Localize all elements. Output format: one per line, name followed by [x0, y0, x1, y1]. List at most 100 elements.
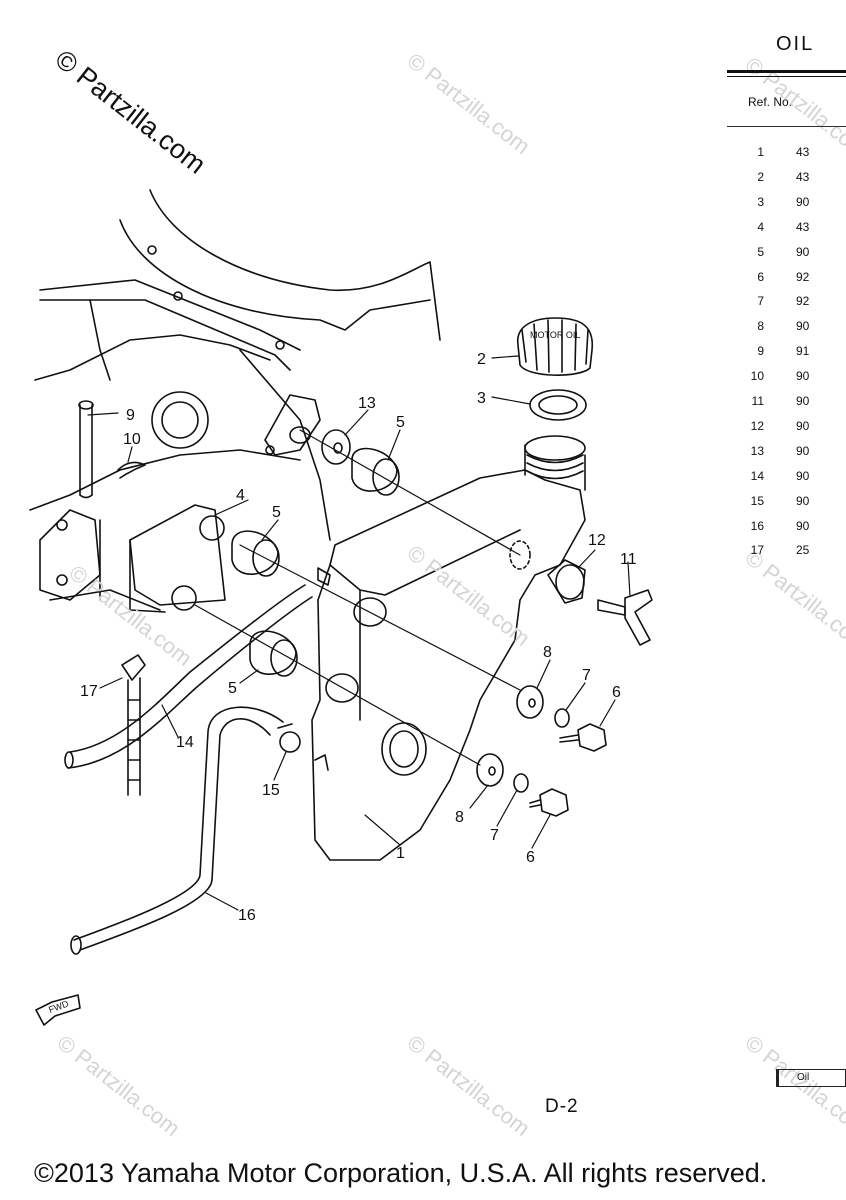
- part-number-prefix: 90: [796, 244, 810, 259]
- callout-15: 15: [262, 782, 280, 799]
- column-header-ref-no: Ref. No.: [748, 95, 793, 109]
- part-number-prefix: 90: [796, 493, 810, 508]
- ref-number: 7: [757, 294, 764, 309]
- part-number-prefix: 25: [796, 543, 810, 558]
- ref-number: 1: [757, 145, 764, 159]
- ref-number: 11: [751, 394, 764, 408]
- ref-number: 15: [750, 493, 764, 508]
- ref-number: 6: [757, 269, 764, 284]
- part-number-prefix: 90: [796, 394, 810, 408]
- callout-9: 9: [126, 407, 135, 424]
- copyright-notice: ©2013 Yamaha Motor Corporation, U.S.A. A…: [34, 1158, 768, 1188]
- collar-part-12: [547, 559, 586, 604]
- cushion-part-5-lower: [249, 630, 298, 677]
- hose-part-16: [70, 706, 284, 955]
- callout-4: 4: [236, 487, 245, 504]
- assembly-lines: [194, 429, 521, 766]
- part-number-prefix: 92: [796, 294, 810, 309]
- ref-number: 8: [757, 319, 764, 334]
- callout-5-middle: 5: [272, 504, 281, 521]
- bracket-part-4: [39, 504, 226, 613]
- ref-number: 14: [750, 468, 764, 483]
- ref-number: 17: [750, 543, 764, 558]
- part-number-prefix: 91: [796, 344, 810, 359]
- callout-8-upper: 8: [543, 644, 552, 661]
- part-number-prefix: 43: [796, 145, 810, 159]
- oil-cap-part-2: MOTOR OIL: [517, 317, 593, 376]
- cushion-part-5-middle: [231, 530, 280, 577]
- ref-number: 5: [757, 244, 764, 259]
- parts-table-row: 12 90: [730, 419, 846, 439]
- callout-14: 14: [176, 734, 194, 751]
- callout-12: 12: [588, 532, 606, 549]
- oil-tank-part-1: [311, 435, 586, 861]
- parts-table-row: 13 90: [730, 444, 846, 464]
- table-rule-top: [727, 70, 846, 73]
- callout-5-upper: 5: [396, 414, 405, 431]
- parts-table-row: 3 90: [730, 195, 846, 215]
- parts-table-title: OIL: [776, 33, 815, 55]
- section-tab: Oil: [776, 1069, 846, 1087]
- leader-lines: [87, 355, 631, 911]
- parts-table-row: 5 90: [730, 245, 846, 265]
- mount-block: [264, 394, 321, 456]
- page-label: D-2: [545, 1096, 579, 1117]
- washer-part-8-upper: [516, 685, 544, 719]
- part-number-prefix: 90: [796, 369, 810, 384]
- parts-table-row: 11 90: [730, 394, 846, 414]
- callout-3: 3: [477, 390, 486, 407]
- callout-8-lower: 8: [455, 809, 464, 826]
- wing-bolt-part-11: [597, 589, 653, 646]
- pin-part-9: [78, 400, 94, 499]
- callout-11: 11: [620, 551, 637, 568]
- part-number-prefix: 90: [796, 194, 810, 209]
- ref-number: 13: [750, 443, 764, 458]
- part-number-prefix: 90: [796, 518, 810, 533]
- ref-number: 12: [750, 418, 764, 433]
- ref-number: 2: [757, 169, 764, 184]
- ref-number: 4: [757, 219, 764, 234]
- part-number-prefix: 90: [796, 418, 810, 433]
- hose-part-14: [64, 584, 313, 769]
- parts-table-row: 6 92: [730, 270, 846, 290]
- parts-table-row: 4 43: [730, 220, 846, 240]
- engine-housing-outline: [29, 189, 441, 611]
- cushion-part-5-upper: [351, 447, 400, 496]
- washer-part-8-lower: [476, 753, 504, 787]
- ref-number: 3: [757, 194, 764, 209]
- section-tab-label: Oil: [797, 1072, 810, 1083]
- table-rule-top-thin: [727, 76, 846, 77]
- part-number-prefix: 43: [796, 169, 810, 184]
- part-number-prefix: 43: [796, 219, 810, 234]
- parts-table-row: 1 43: [730, 145, 846, 165]
- callout-16: 16: [238, 907, 256, 924]
- part-number-prefix: 90: [796, 443, 810, 458]
- clip-part-10: [117, 461, 146, 479]
- callout-2: 2: [477, 351, 486, 368]
- lock-washer-part-7-lower: [513, 773, 529, 793]
- parts-table-row: 2 43: [730, 170, 846, 190]
- callout-7-lower: 7: [490, 827, 499, 844]
- callout-1: 1: [396, 845, 405, 862]
- lock-washer-part-7-upper: [554, 708, 570, 728]
- callout-7-upper: 7: [582, 667, 591, 684]
- callout-13: 13: [358, 395, 376, 412]
- screw-part-6-upper: [559, 723, 607, 752]
- cap-lettering: MOTOR OIL: [530, 330, 580, 340]
- washer-part-13: [321, 429, 351, 465]
- part-number-prefix: 92: [796, 269, 810, 284]
- callout-6-upper: 6: [612, 684, 621, 701]
- callout-17: 17: [80, 683, 98, 700]
- callout-5-lower: 5: [228, 680, 237, 697]
- strap-part-17: [121, 654, 146, 796]
- ref-number: 10: [750, 369, 764, 384]
- table-rule-header: [727, 126, 846, 127]
- fwd-arrow: FWD: [35, 994, 81, 1026]
